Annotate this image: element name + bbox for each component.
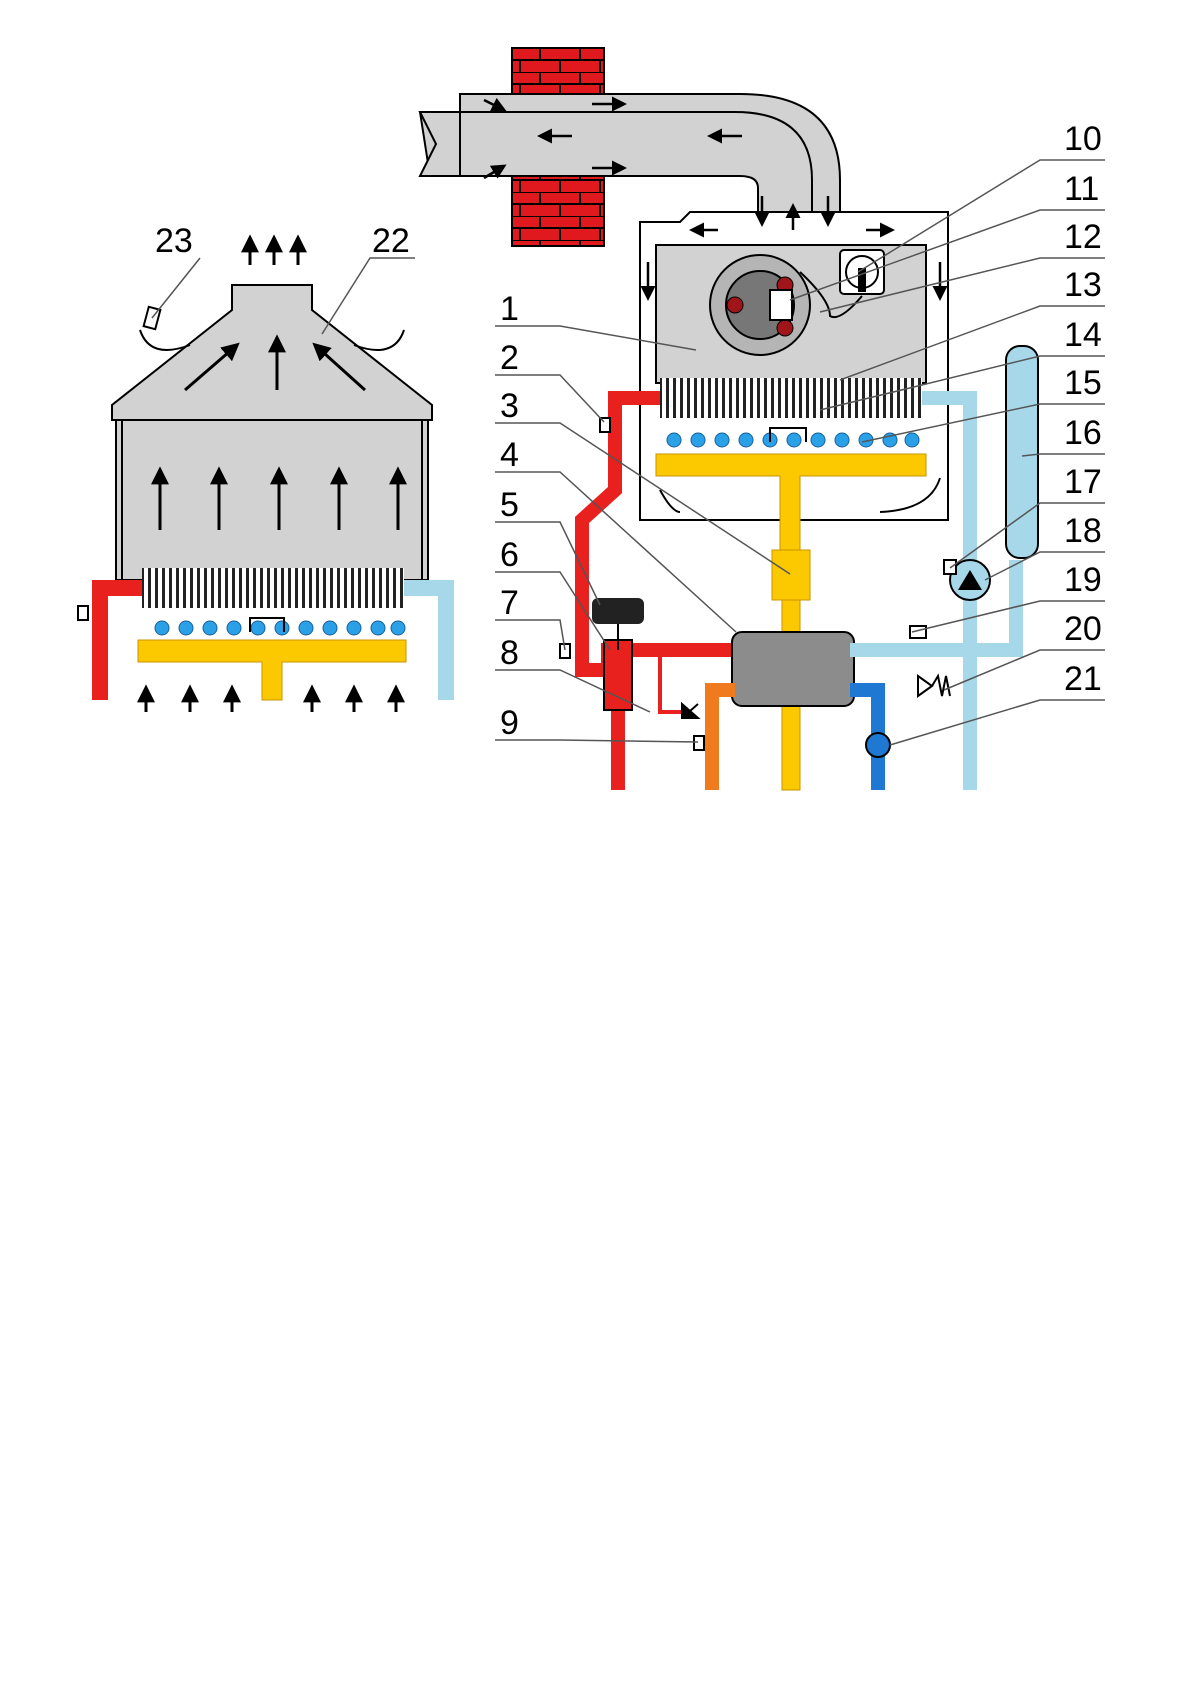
label-4: 4 <box>500 436 519 474</box>
dhw-outlet-pipe <box>712 690 735 790</box>
gas-burner-detail <box>138 640 406 700</box>
label-23: 23 <box>155 222 193 260</box>
label-8: 8 <box>500 634 519 672</box>
label-2: 2 <box>500 339 519 377</box>
label-11: 11 <box>1064 170 1099 208</box>
return-sensor-icon <box>694 736 704 750</box>
label-21: 21 <box>1064 660 1102 698</box>
label-22: 22 <box>372 222 410 260</box>
heat-exchanger <box>660 378 922 418</box>
brick-wall-icon <box>512 176 604 246</box>
combustion-chamber-body <box>116 420 428 580</box>
label-18: 18 <box>1064 512 1102 550</box>
combustion-chamber-detail <box>78 238 446 712</box>
label-14: 14 <box>1064 316 1102 354</box>
valve-icon <box>682 704 698 718</box>
gas-valve <box>772 550 810 600</box>
plate-heat-exchanger <box>732 632 854 706</box>
return-pipe-detail <box>404 588 446 700</box>
flow-pipe-detail <box>100 588 142 700</box>
label-19: 19 <box>1064 561 1102 599</box>
label-12: 12 <box>1064 218 1102 256</box>
flow-sensor-detail-icon <box>78 606 88 620</box>
flow-meter-icon <box>866 733 890 757</box>
label-16: 16 <box>1064 414 1102 452</box>
valve-actuator-icon <box>592 598 644 624</box>
label-15: 15 <box>1064 364 1102 402</box>
heat-exchanger-detail <box>142 568 404 608</box>
label-1: 1 <box>500 290 519 328</box>
three-way-valve-icon <box>604 640 632 710</box>
air-vent-icon <box>944 560 956 574</box>
label-7: 7 <box>500 584 519 622</box>
label-9: 9 <box>500 704 519 742</box>
burner-flame-icon <box>155 621 405 635</box>
brick-wall-icon <box>512 48 604 94</box>
label-6: 6 <box>500 536 519 574</box>
label-20: 20 <box>1064 610 1102 648</box>
label-10: 10 <box>1064 120 1102 158</box>
draft-hood <box>112 285 432 420</box>
label-5: 5 <box>500 486 519 524</box>
label-13: 13 <box>1064 266 1102 304</box>
expansion-vessel-icon <box>1006 346 1038 558</box>
flue-pipe-inner <box>420 112 812 215</box>
safety-valve-icon <box>918 676 932 696</box>
label-17: 17 <box>1064 463 1102 501</box>
label-3: 3 <box>500 387 519 425</box>
